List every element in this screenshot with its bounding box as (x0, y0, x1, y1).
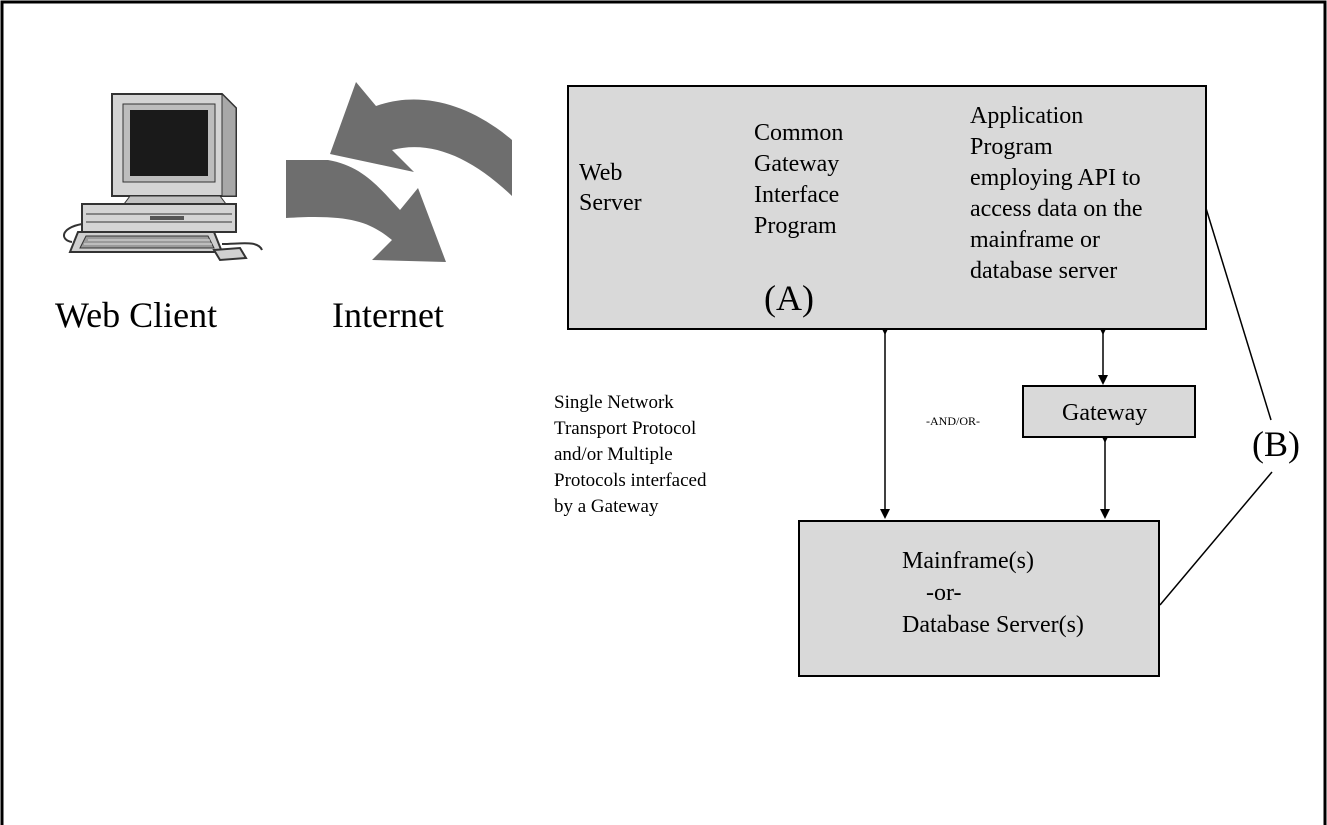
marker-b: (B) (1252, 424, 1300, 464)
computer-icon (63, 92, 263, 262)
web-server-label: Web Server (579, 160, 642, 216)
marker-b-leader-upper (1204, 204, 1272, 421)
gateway-box (1022, 385, 1196, 438)
web-client-label: Web Client (55, 295, 218, 335)
cgi-program-label: Common Gateway Interface Program (754, 120, 844, 239)
protocol-note: Single Network Transport Protocol and/or… (554, 392, 707, 517)
application-program-label: Application Program employing API to acc… (970, 103, 1143, 284)
internet-icon (286, 82, 512, 262)
marker-a: (A) (764, 278, 814, 318)
marker-b-leader-lower (1159, 471, 1273, 606)
application-stack-box (567, 85, 1207, 330)
mainframe-box (798, 520, 1160, 677)
internet-label: Internet (332, 295, 444, 335)
mainframe-label: Mainframe(s) -or- Database Server(s) (902, 548, 1084, 638)
gateway-label: Gateway (1062, 400, 1148, 426)
and-or-label: -AND/OR- (926, 414, 980, 428)
